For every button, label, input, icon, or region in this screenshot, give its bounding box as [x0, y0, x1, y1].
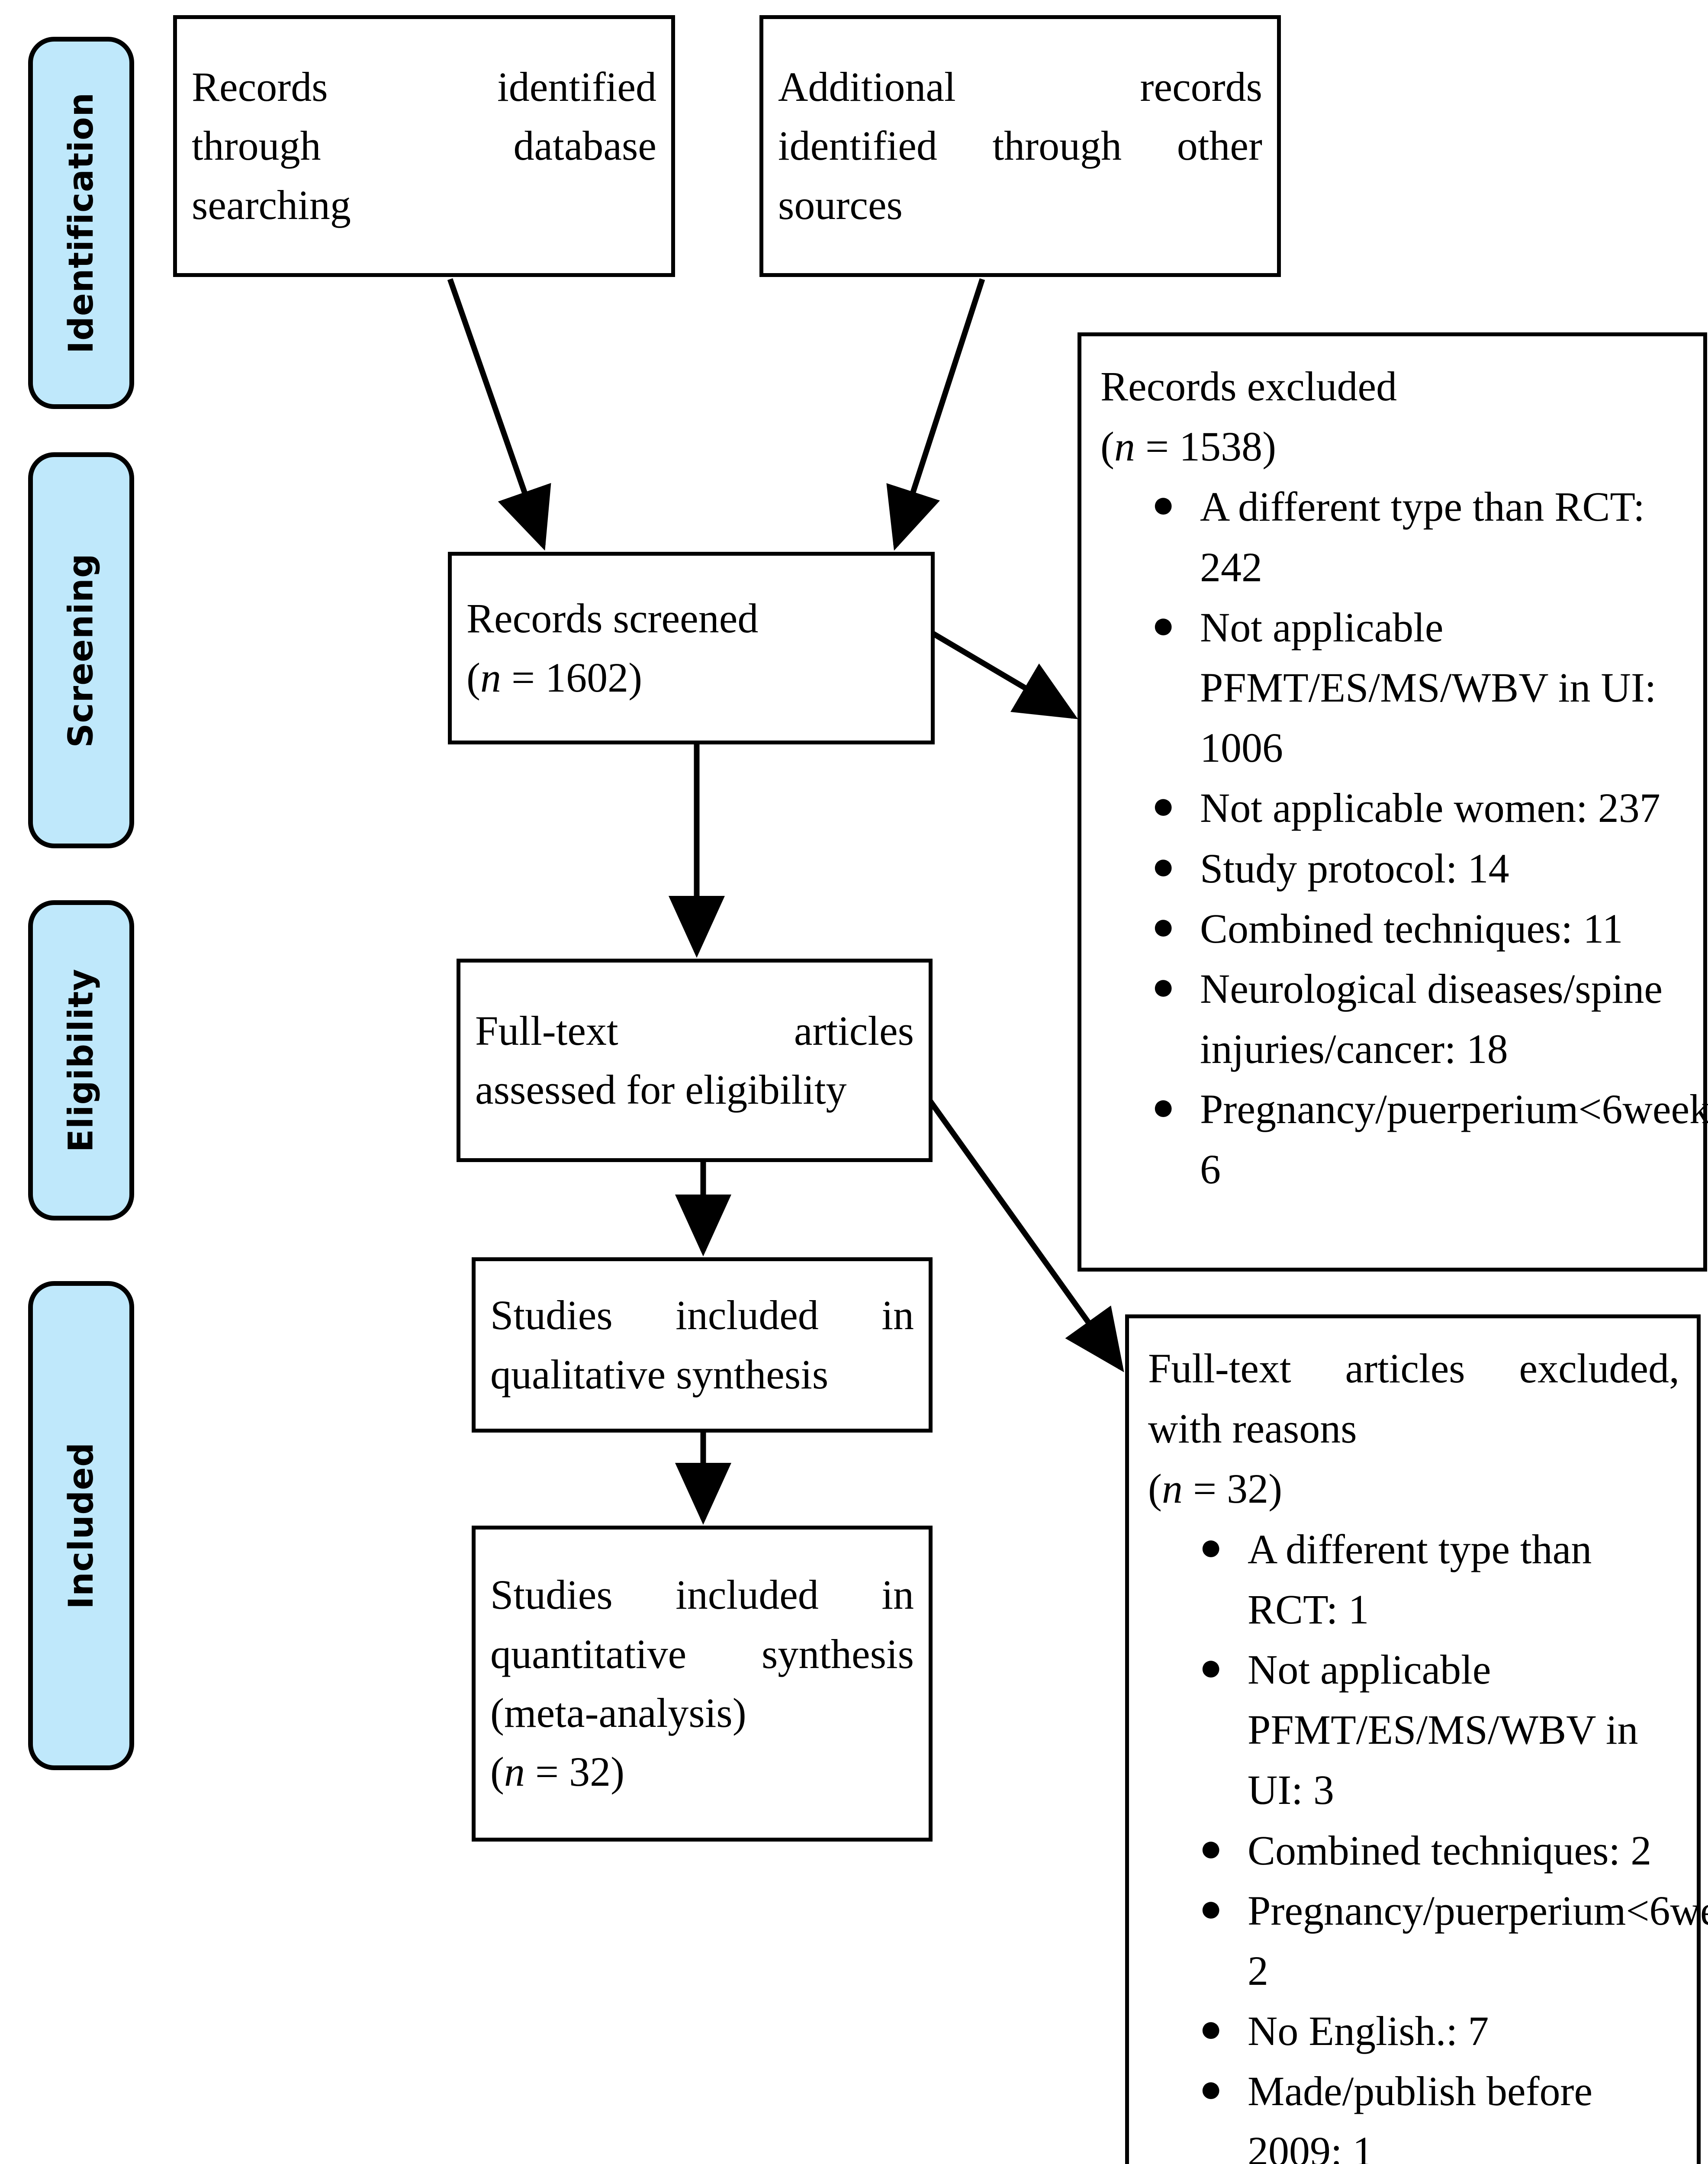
bullet-icon: ● [1199, 1826, 1223, 1870]
reason-text: Made/publish before 2009: 1 [1248, 2068, 1593, 2164]
list-item: ● Made/publish before 2009: 1 [1199, 2061, 1679, 2164]
records-screened-count: (n = 1602) [466, 654, 643, 701]
stage-tab-eligibility-label: Eligibility [61, 968, 101, 1153]
stage-tab-identification-label: Identification [61, 92, 101, 354]
bullet-icon: ● [1152, 965, 1175, 1008]
list-item: ● Neurological diseases/spine injuries/ca… [1152, 959, 1686, 1079]
box-fulltext-excluded: Full-text articles excluded, with reason… [1125, 1314, 1708, 2164]
reason-text: Neurological diseases/spine injuries/can… [1200, 965, 1663, 1072]
fulltext-excluded-title-line-2: with reasons [1148, 1405, 1357, 1452]
bullet-icon: ● [1199, 1525, 1223, 1568]
box-records-screened: Records screened (n = 1602) [448, 552, 935, 744]
additional-records-line-2: identified through other [778, 122, 1262, 169]
quantitative-line-1: Studies included in [490, 1571, 914, 1618]
quantitative-n-symbol: n [504, 1749, 525, 1795]
records-excluded-reason-list: ● A different type than RCT: 242 ● Not app… [1100, 477, 1708, 1199]
bullet-icon: ● [1152, 1085, 1175, 1129]
bullet-icon: ● [1199, 1646, 1223, 1689]
bullet-icon: ● [1199, 2007, 1223, 2051]
quantitative-n-value: 32 [569, 1749, 611, 1795]
quantitative-line-3: (meta-analysis) [490, 1690, 746, 1736]
fulltext-assessed-line-2: assessed for eligibility [475, 1066, 847, 1113]
records-excluded-n-symbol: n [1114, 423, 1135, 470]
stage-tab-screening-label: Screening [61, 553, 101, 748]
fulltext-excluded-count: (n = 32) [1148, 1465, 1283, 1512]
reason-text: Pregnancy/puerperium<6weeks: 6 [1200, 1086, 1708, 1193]
fulltext-excluded-reason-list: ● A different type than RCT: 1 ● Not appli… [1148, 1519, 1708, 2164]
box-records-excluded: Records excluded (n = 1538) ● A different… [1078, 332, 1708, 1272]
reason-text: A different type than RCT: 1 [1248, 1526, 1592, 1633]
box-fulltext-assessed: Full-text articles assessed for eligibil… [457, 959, 933, 1162]
fulltext-excluded-title-line-1: Full-text articles excluded, [1148, 1345, 1679, 1391]
reason-text: Not applicable PFMT/ES/MS/WBV in UI: 100… [1200, 604, 1657, 771]
list-item: ● Not applicable PFMT/ES/MS/WBV in UI: 3 [1199, 1639, 1679, 1820]
stage-tab-screening[interactable]: Screening [28, 452, 134, 848]
reason-text: A different type than RCT: 242 [1200, 483, 1645, 590]
bullet-icon: ● [1152, 483, 1175, 526]
list-item: ● Pregnancy/puerperium<6weeks: 2 [1199, 1881, 1708, 2001]
bullet-icon: ● [1199, 1887, 1223, 1930]
bullet-icon: ● [1152, 844, 1175, 888]
reason-text: Not applicable PFMT/ES/MS/WBV in UI: 3 [1248, 1646, 1638, 1813]
list-item: ● Combined techniques: 11 [1152, 898, 1686, 959]
records-screened-n-symbol: n [480, 654, 501, 701]
list-item: ● Pregnancy/puerperium<6weeks: 6 [1152, 1079, 1708, 1199]
reason-text: Combined techniques: 11 [1200, 905, 1623, 952]
stage-tab-included[interactable]: Included [28, 1281, 134, 1770]
list-item: ● A different type than RCT: 1 [1199, 1519, 1679, 1639]
reason-text: Pregnancy/puerperium<6weeks: 2 [1248, 1887, 1708, 1994]
fulltext-excluded-n-symbol: n [1161, 1465, 1183, 1512]
fulltext-excluded-n-value: 32 [1227, 1465, 1269, 1512]
list-item: ● A different type than RCT: 242 [1152, 477, 1686, 597]
records-identified-line-1: Records identified [192, 64, 656, 110]
qualitative-line-1: Studies included in [490, 1292, 914, 1339]
stage-tab-eligibility[interactable]: Eligibility [28, 900, 134, 1220]
bullet-icon: ● [1199, 2067, 1223, 2111]
box-quantitative-synthesis: Studies included in quantitative synthes… [472, 1526, 933, 1842]
reason-text: Study protocol: 14 [1200, 845, 1509, 892]
records-identified-line-2: through database [192, 122, 656, 169]
stage-tab-included-label: Included [61, 1442, 101, 1609]
box-additional-records: Additional records identified through ot… [759, 15, 1281, 277]
records-screened-n-value: 1602 [545, 654, 629, 701]
box-records-identified: Records identified through database sear… [173, 15, 675, 277]
quantitative-line-2: quantitative synthesis [490, 1630, 914, 1677]
box-qualitative-synthesis: Studies included in qualitative synthesi… [472, 1257, 933, 1433]
list-item: ● No English.: 7 [1199, 2001, 1679, 2061]
reason-text: Not applicable women: 237 [1200, 785, 1660, 831]
fulltext-assessed-line-1: Full-text articles [475, 1007, 914, 1054]
stage-tab-identification[interactable]: Identification [28, 37, 134, 409]
list-item: ● Not applicable PFMT/ES/MS/WBV in UI: 10… [1152, 597, 1686, 778]
reason-text: No English.: 7 [1248, 2008, 1489, 2055]
records-screened-title: Records screened [466, 595, 759, 642]
additional-records-line-3: sources [778, 181, 903, 228]
quantitative-count: (n = 32) [490, 1749, 625, 1795]
list-item: ● Combined techniques: 2 [1199, 1820, 1679, 1881]
records-excluded-title: Records excluded [1100, 363, 1397, 409]
qualitative-line-2: qualitative synthesis [490, 1351, 829, 1398]
reason-text: Combined techniques: 2 [1248, 1827, 1652, 1874]
bullet-icon: ● [1152, 905, 1175, 948]
bullet-icon: ● [1152, 603, 1175, 647]
bullet-icon: ● [1152, 784, 1175, 828]
records-identified-line-3: searching [192, 181, 351, 228]
records-excluded-count: (n = 1538) [1100, 423, 1277, 470]
records-excluded-n-value: 1538 [1179, 423, 1263, 470]
list-item: ● Not applicable women: 237 [1152, 778, 1686, 838]
additional-records-line-1: Additional records [778, 64, 1262, 110]
list-item: ● Study protocol: 14 [1152, 838, 1686, 898]
